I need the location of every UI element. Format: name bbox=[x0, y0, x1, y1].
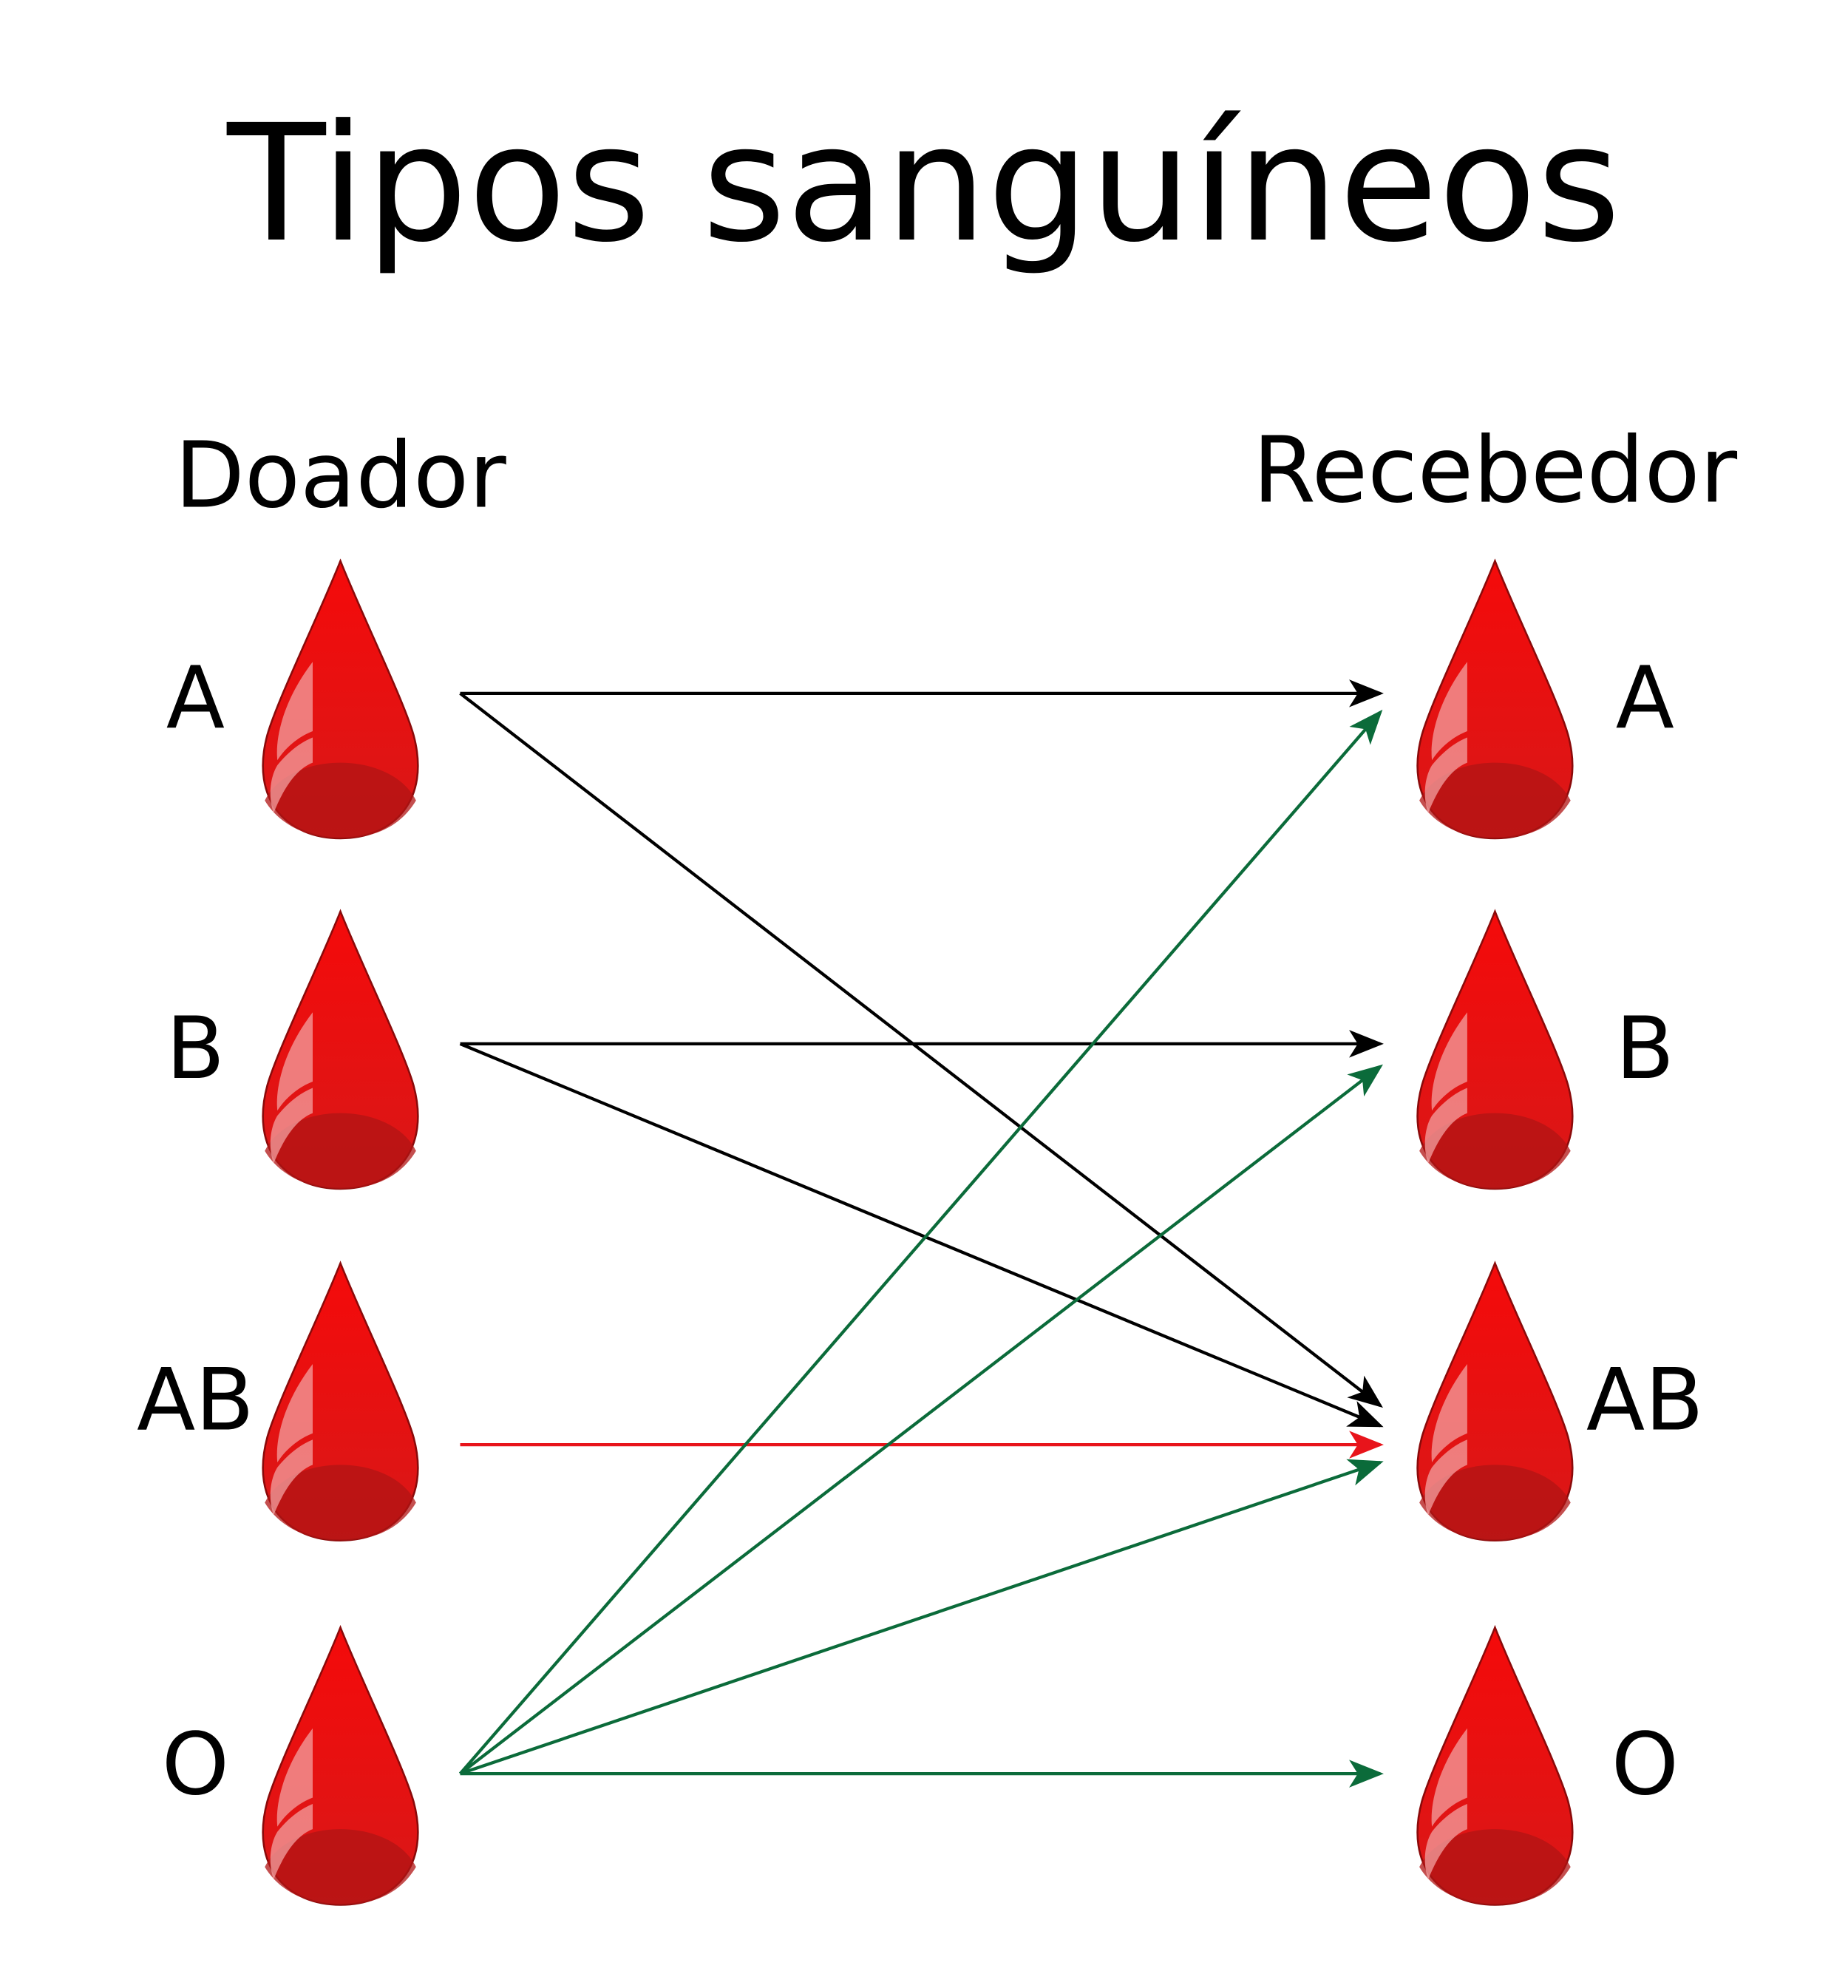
recipient-label-a: A bbox=[1616, 648, 1674, 748]
donor-drop-o-icon bbox=[262, 1626, 419, 1906]
diagram-title: Tipos sanguíneos bbox=[226, 90, 1621, 278]
donor-label-a: A bbox=[166, 648, 225, 748]
recipient-drop-a-icon bbox=[1416, 560, 1574, 840]
donor-label-b: B bbox=[166, 999, 225, 1099]
arrow-o-to-b bbox=[459, 1064, 1383, 1775]
arrow-b-to-ab bbox=[459, 1042, 1384, 1428]
donor-label-ab: AB bbox=[137, 1351, 254, 1451]
recipient-label-b: B bbox=[1616, 999, 1675, 1099]
donor-drop-b-icon bbox=[262, 910, 419, 1190]
arrow-a-to-ab bbox=[459, 692, 1383, 1408]
recipient-drop-b-icon bbox=[1416, 910, 1574, 1190]
recipient-heading: Recebedor bbox=[1253, 418, 1738, 523]
recipient-label-ab: AB bbox=[1586, 1351, 1704, 1451]
donor-heading: Doador bbox=[174, 422, 506, 528]
donor-drop-ab-icon bbox=[262, 1262, 419, 1541]
recipient-label-o: O bbox=[1611, 1714, 1679, 1814]
arrow-o-to-ab bbox=[459, 1459, 1384, 1776]
recipient-drop-ab-icon bbox=[1416, 1262, 1574, 1541]
arrow-o-to-a bbox=[458, 709, 1383, 1775]
donor-drop-a-icon bbox=[262, 560, 419, 840]
donor-label-o: O bbox=[162, 1714, 229, 1814]
recipient-drop-o-icon bbox=[1416, 1626, 1574, 1906]
